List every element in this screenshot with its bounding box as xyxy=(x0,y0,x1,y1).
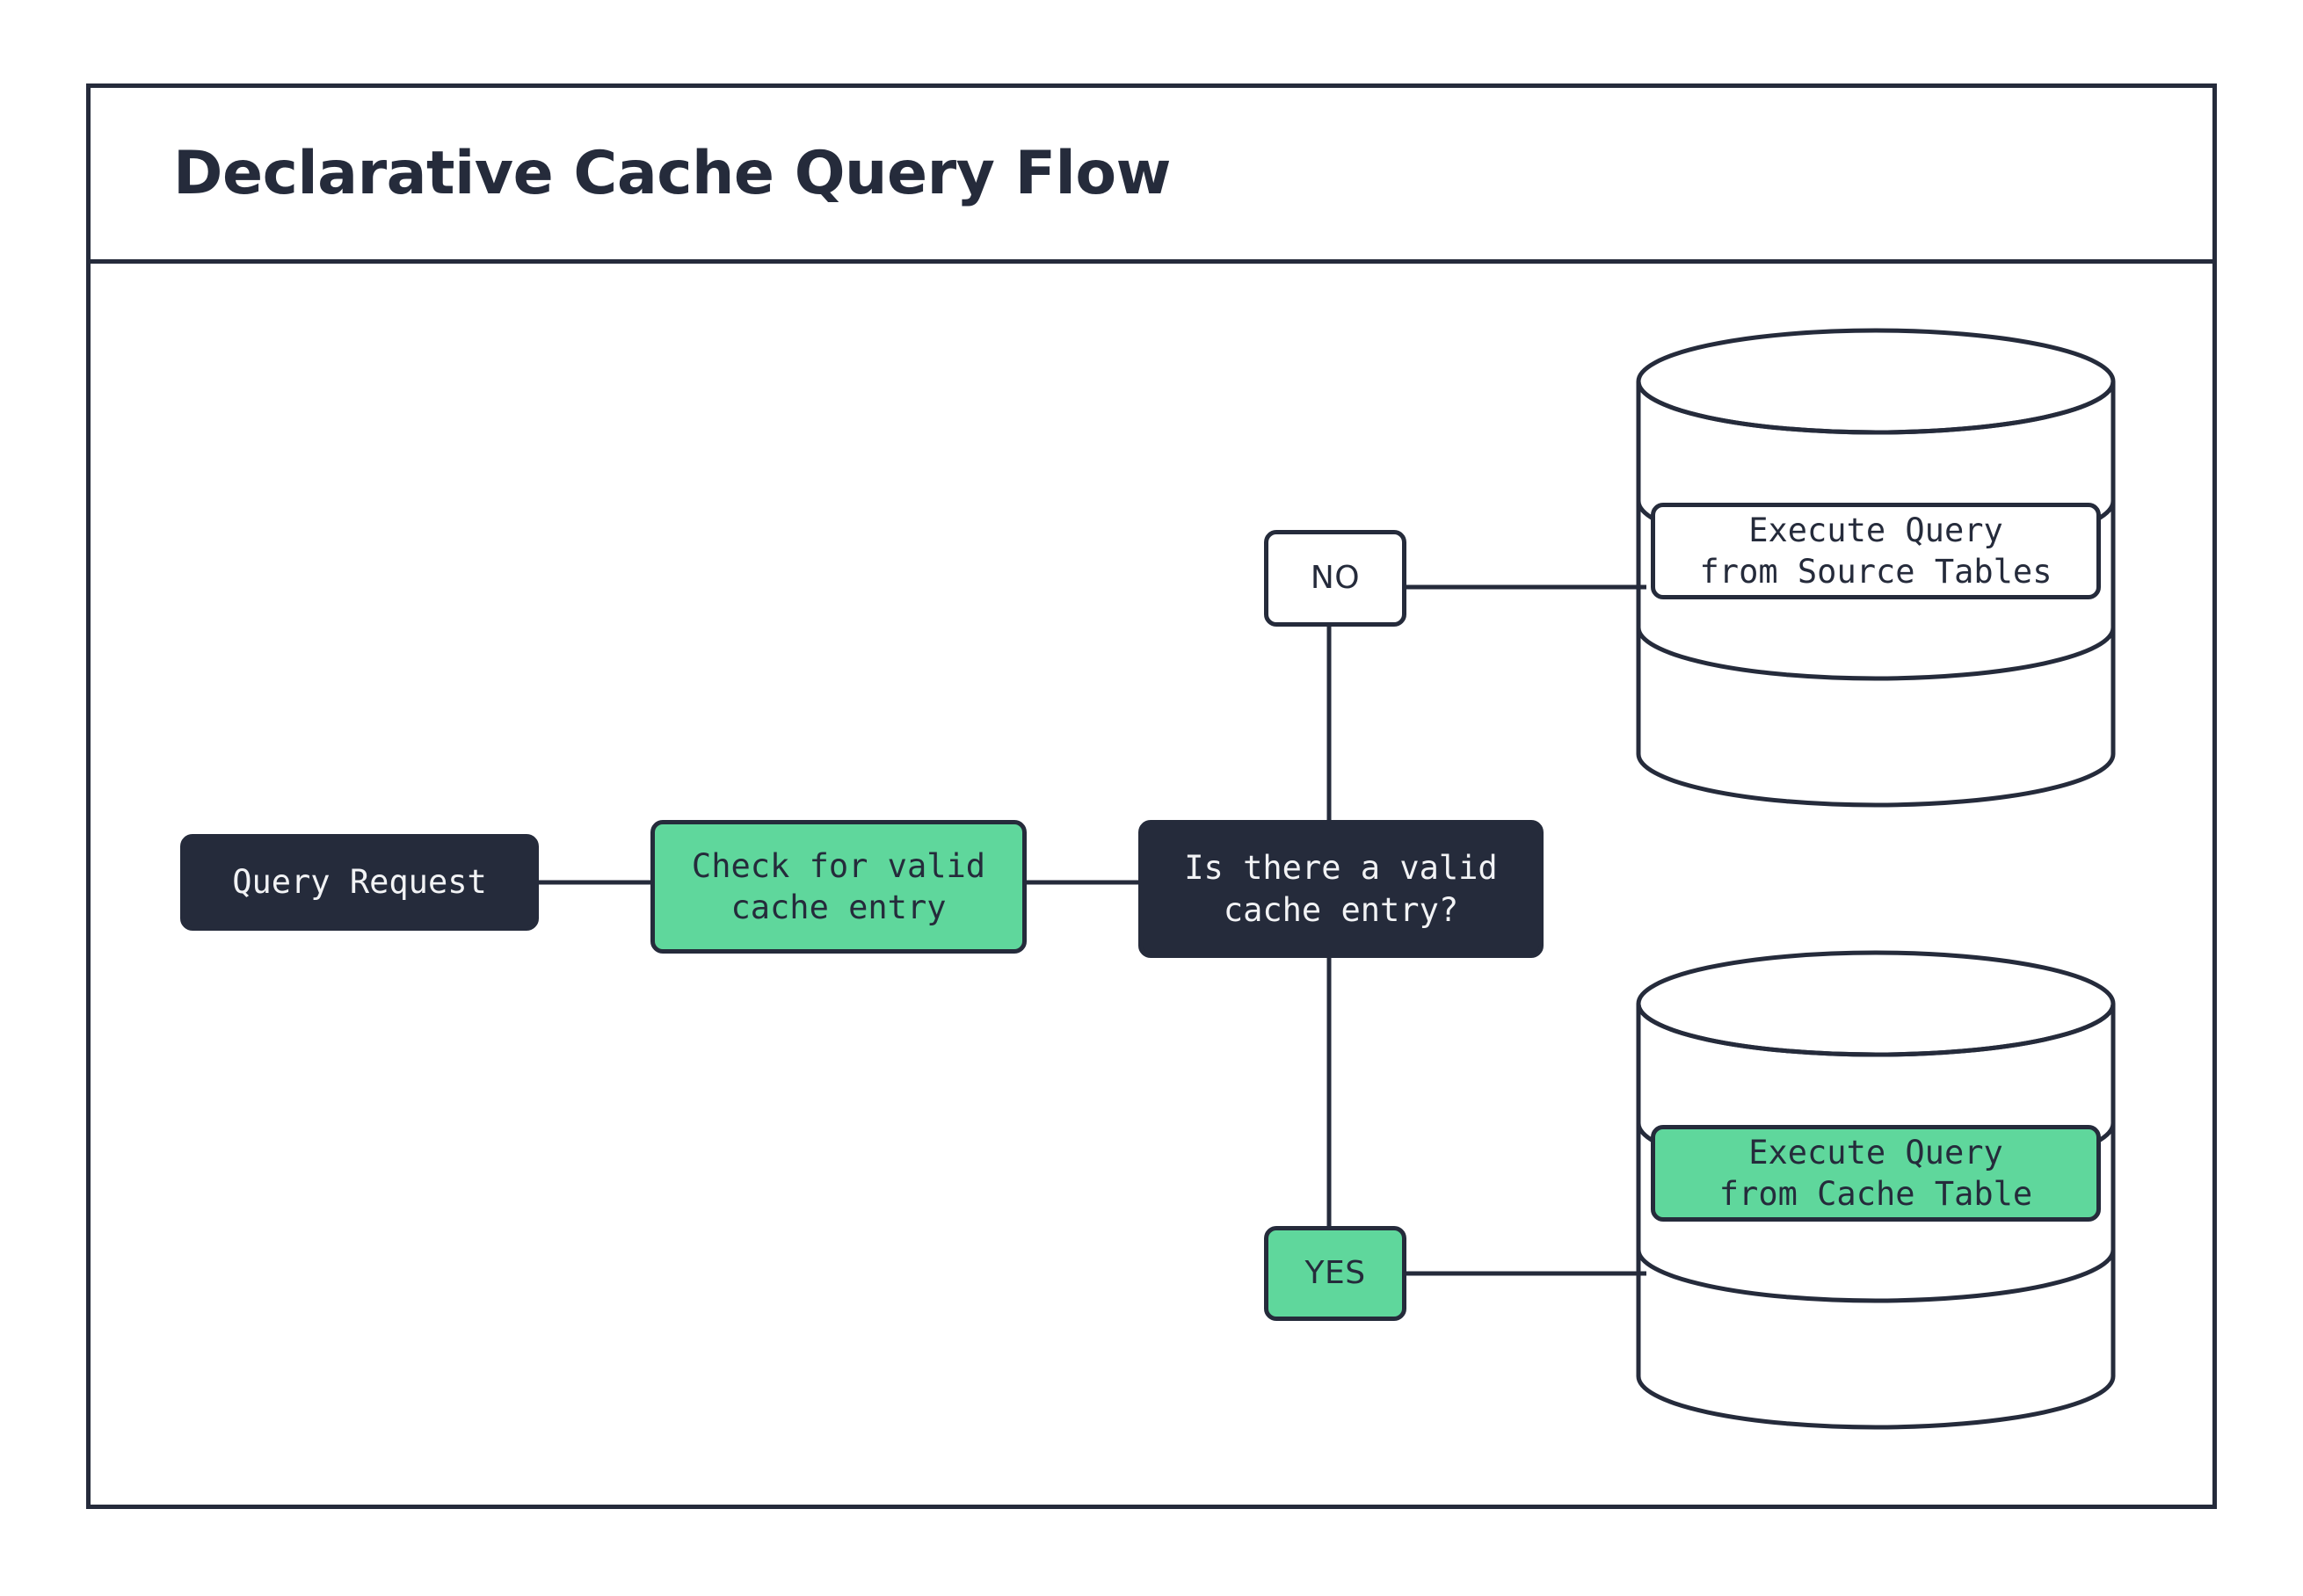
node-check-cache-entry[interactable]: Check for valid cache entry xyxy=(650,820,1027,954)
title-band: Declarative Cache Query Flow xyxy=(91,88,2212,264)
source-tables-database-shape: Execute Query from Source Tables xyxy=(1635,327,2117,809)
node-decision-valid-cache-entry[interactable]: Is there a valid cache entry? xyxy=(1138,820,1544,958)
page-title: Declarative Cache Query Flow xyxy=(173,139,1171,208)
node-query-request[interactable]: Query Request xyxy=(180,834,539,931)
edge-layer xyxy=(539,584,1646,1276)
edge-label-no[interactable]: NO xyxy=(1264,530,1406,627)
edge-label-yes[interactable]: YES xyxy=(1264,1226,1406,1321)
flow-canvas: Execute Query from Source Tables Execut xyxy=(91,264,2212,1509)
cache-table-db-label[interactable]: Execute Query from Cache Table xyxy=(1651,1125,2101,1222)
source-tables-db-label[interactable]: Execute Query from Source Tables xyxy=(1651,503,2101,599)
cache-table-database-shape: Execute Query from Cache Table xyxy=(1635,949,2117,1431)
diagram-frame: Declarative Cache Query Flow xyxy=(86,83,2217,1509)
